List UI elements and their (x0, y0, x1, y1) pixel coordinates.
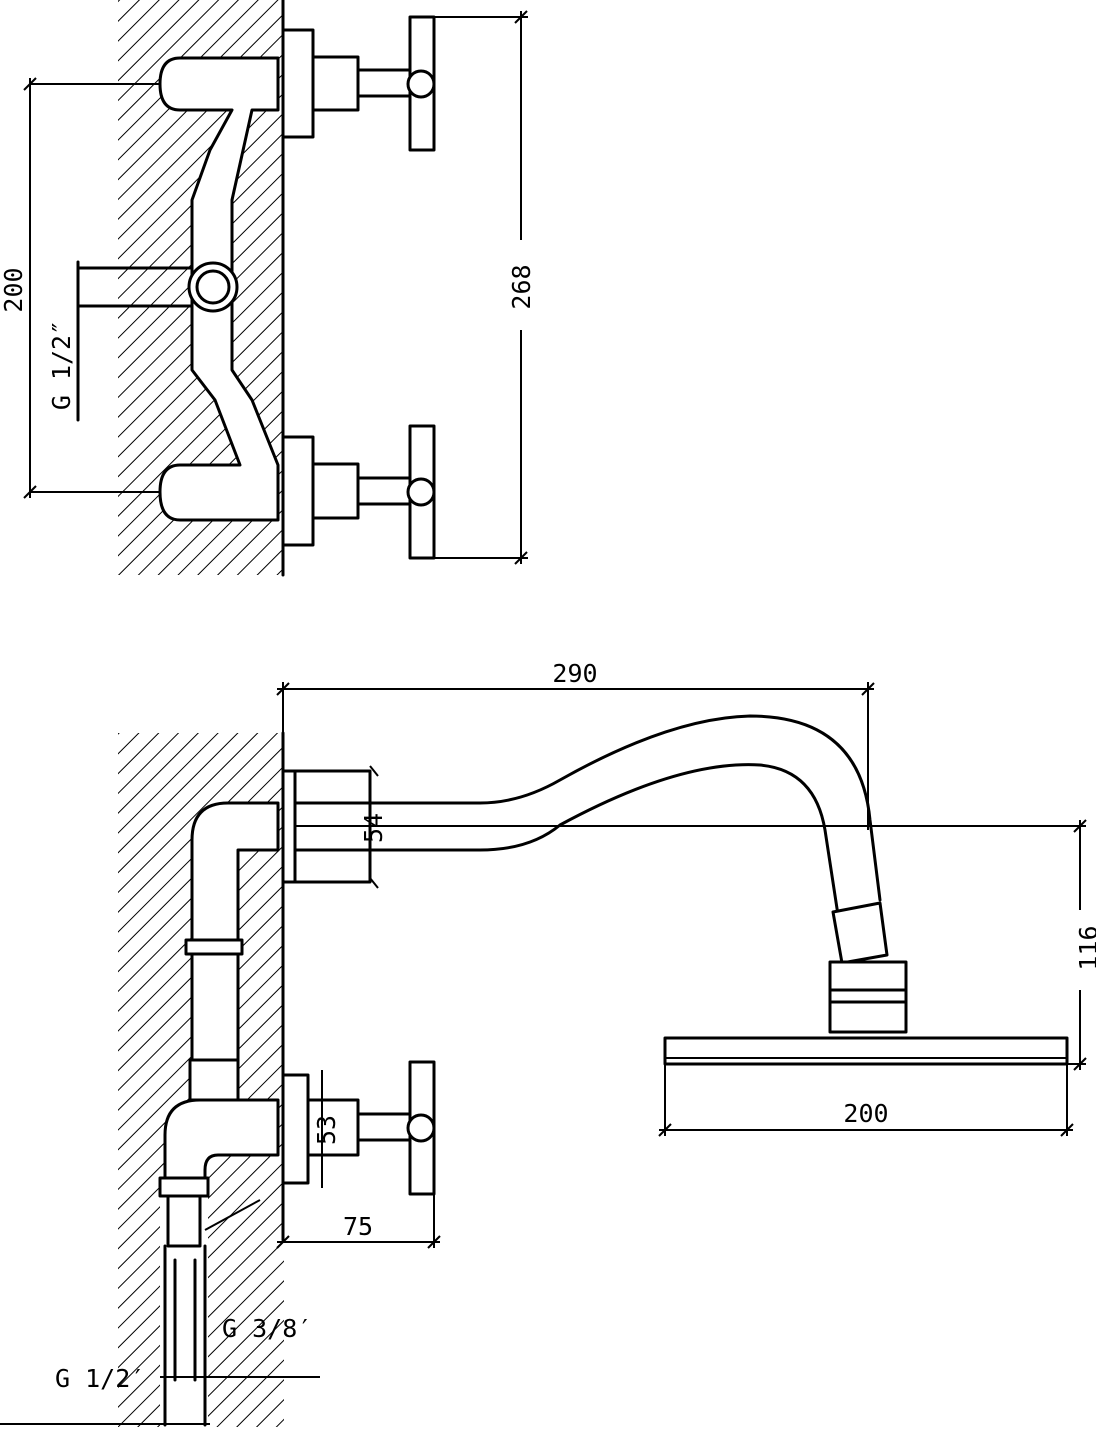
dim-label-290: 290 (552, 659, 597, 688)
valve-body-top (158, 56, 280, 522)
lower-tap-side (281, 1060, 436, 1196)
dim-label-75: 75 (343, 1212, 373, 1241)
dim-200-head (658, 1064, 1074, 1137)
dim-label-200-top: 200 (0, 267, 28, 312)
shower-arm (293, 714, 882, 902)
dim-label-200-head: 200 (843, 1099, 888, 1128)
riser-assembly (158, 801, 280, 1427)
lower-tap-top (281, 424, 436, 560)
thread-label-top: G 1/2″ (47, 320, 76, 410)
dim-label-54: 54 (359, 813, 388, 843)
dim-75 (276, 1194, 441, 1249)
dim-label-116: 116 (1074, 925, 1096, 970)
dim-label-268: 268 (507, 264, 536, 309)
head-connector (828, 901, 908, 1034)
thread-label-1-2: G 1/2′ (55, 1364, 145, 1393)
dim-116 (295, 819, 1087, 1071)
side-view: 290 54 116 200 53 (0, 659, 1096, 1433)
dim-290 (276, 682, 875, 830)
shower-head (663, 1036, 1069, 1066)
dim-label-53: 53 (312, 1115, 341, 1145)
upper-tap-top (281, 15, 436, 152)
top-view: 200 G 1/2″ 268 (0, 0, 536, 577)
dim-268 (434, 10, 528, 565)
dim-200-top (23, 77, 160, 499)
thread-label-3-8: G 3/8′ (222, 1314, 312, 1343)
